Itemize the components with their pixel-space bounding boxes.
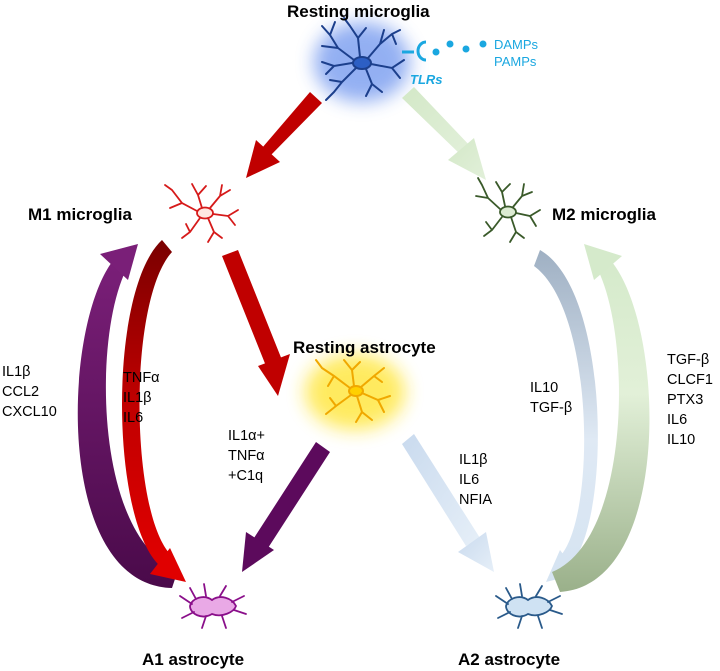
mediator: IL1β [123,390,152,406]
resting-astrocyte-title: Resting astrocyte [293,338,436,357]
arrow-resting-astrocyte-to-a2 [402,434,494,572]
mediator: IL1β [2,364,31,380]
m2-microglia-title: M2 microglia [552,205,656,224]
tlr-receptor [402,40,427,62]
m2-microglia-cell [475,177,541,243]
arrow-a2-to-m2 [552,244,650,592]
a2-astrocyte-title: A2 astrocyte [458,650,561,669]
m1-microglia-cell [164,183,239,243]
mediator: IL10 [667,432,696,448]
signal-damps: DAMPs [494,37,539,52]
m1-microglia-title: M1 microglia [28,205,132,224]
pathogen-dots [432,40,487,56]
mediator: IL6 [667,412,688,428]
mediator: PTX3 [667,392,704,408]
a1-astrocyte-cell [179,583,247,629]
mediator: CLCF1 [667,372,713,388]
mediator: IL1β [459,452,488,468]
mediator: IL6 [459,472,480,488]
mediator: TGF-β [530,400,573,416]
a2-astrocyte-cell [495,583,563,629]
signal-pamps: PAMPs [494,54,537,69]
arrow-resting-to-m1 [246,92,322,178]
mediator: NFIA [459,492,493,508]
arrow-resting-to-m2 [402,87,486,180]
mediators-a1-to-m1: IL1β CCL2 CXCL10 [2,362,57,422]
mediator: CXCL10 [2,404,57,420]
resting-astrocyte-cell [315,359,391,423]
mediator: TNFα [228,448,265,464]
mediator: CCL2 [2,384,40,400]
mediators-a2-to-m2: TGF-β CLCF1 PTX3 IL6 IL10 [667,350,713,450]
mediator: IL6 [123,410,144,426]
tlrs-label: TLRs [410,72,443,87]
mediator: IL1α+ [228,428,266,444]
arrow-m1-to-a1 [122,240,186,582]
arrow-resting-astrocyte-to-a1 [242,442,330,572]
mediator: IL10 [530,380,559,396]
mediators-m2-to-a2: IL10 TGF-β [530,378,572,418]
arrow-m1-to-resting-astrocyte [222,250,290,396]
mediator: TNFα [123,370,160,386]
signal-list: DAMPs PAMPs [494,36,538,70]
mediators-m1-to-a1: TNFα IL1β IL6 [123,368,160,428]
mediator: +C1q [228,468,264,484]
arrow-a1-to-m1 [77,244,178,588]
resting-microglia-cell [321,17,405,101]
a1-astrocyte-title: A1 astrocyte [142,650,245,669]
mediators-m1-to-resting-astrocyte: IL1α+ TNFα +C1q [228,426,265,486]
resting-microglia-title: Resting microglia [287,2,430,21]
mediators-resting-astrocyte-to-a2: IL1β IL6 NFIA [459,450,492,510]
mediator: TGF-β [667,352,710,368]
